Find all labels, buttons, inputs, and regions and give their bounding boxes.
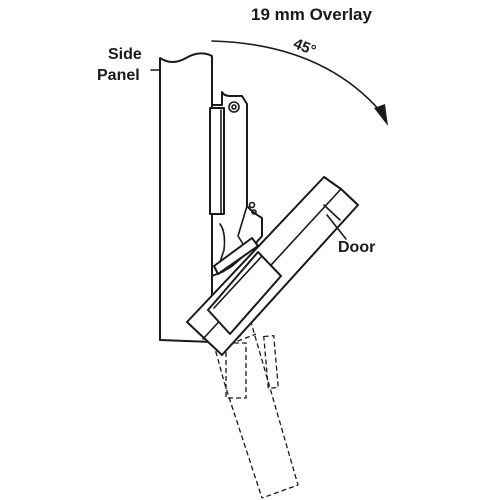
door-leader — [326, 214, 347, 240]
side-panel-label-line2: Panel — [97, 67, 140, 84]
side-panel-label-line1: Side — [108, 46, 142, 63]
angle-label: 45° — [291, 35, 318, 59]
hinge-cup — [207, 251, 282, 335]
diagram-title: 19 mm Overlay — [251, 5, 373, 24]
rotation-arrowhead — [374, 104, 388, 126]
rotation-arc — [211, 40, 382, 113]
hinge-arm — [209, 91, 263, 277]
side-panel — [159, 52, 213, 343]
door-label: Door — [338, 239, 375, 256]
